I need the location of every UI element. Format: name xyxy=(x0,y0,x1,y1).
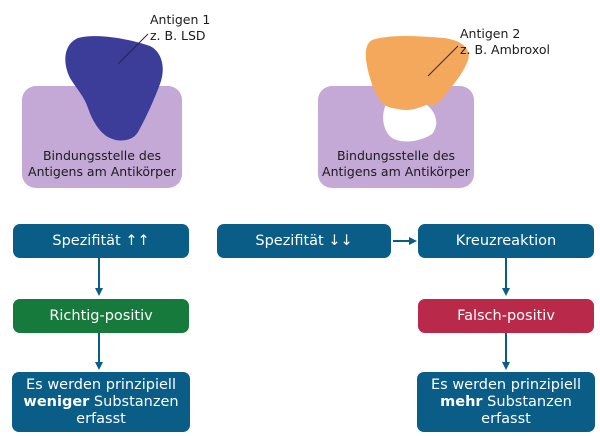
outcome-more-line2: mehr Substanzen xyxy=(440,394,572,411)
specificity-low-box: Spezifität ↓↓ xyxy=(217,224,391,258)
outcome-fewer-emphasis: weniger xyxy=(23,393,90,410)
site-right-line1: Bindungsstelle des xyxy=(336,148,456,163)
specificity-low-label: Spezifität ↓↓ xyxy=(255,233,353,249)
antigen-2-name: Antigen 2 xyxy=(460,26,521,41)
outcome-more-line1: Es werden prinzipiell xyxy=(431,376,581,393)
outcome-more-rest: Substanzen xyxy=(482,393,572,410)
site-left-line2: Antigens am Antikörper xyxy=(28,164,176,179)
false-positive-box: Falsch-positiv xyxy=(418,299,594,333)
site-right-line2: Antigens am Antikörper xyxy=(322,164,470,179)
outcome-fewer-line2: weniger Substanzen xyxy=(23,394,178,411)
site-left-line1: Bindungsstelle des xyxy=(42,148,162,163)
binding-site-left-label: Bindungsstelle des Antigens am Antikörpe… xyxy=(22,148,182,180)
antigen-2-label: Antigen 2 z. B. Ambroxol xyxy=(460,26,550,58)
outcome-fewer-rest: Substanzen xyxy=(89,393,179,410)
specificity-high-label: Spezifität ↑↑ xyxy=(52,233,150,249)
antigen-2-leader xyxy=(427,45,459,77)
antigen-1-label: Antigen 1 z. B. LSD xyxy=(150,12,210,44)
outcome-more-box: Es werden prinzipiell mehr Substanzen er… xyxy=(417,372,595,432)
antigen-1-shape xyxy=(65,36,163,141)
outcome-fewer-line3: erfasst xyxy=(76,410,126,427)
specificity-high-box: Spezifität ↑↑ xyxy=(13,224,189,258)
true-positive-box: Richtig-positiv xyxy=(13,299,189,333)
antigen-2-gap xyxy=(383,104,437,142)
antigen-1-leader xyxy=(117,33,149,65)
true-positive-label: Richtig-positiv xyxy=(49,308,153,324)
outcome-more-line3: erfasst xyxy=(481,410,531,427)
antigen-1-example: z. B. LSD xyxy=(150,28,206,43)
outcome-more-emphasis: mehr xyxy=(440,393,483,410)
antigen-2-shape xyxy=(365,36,469,110)
cross-reaction-box: Kreuzreaktion xyxy=(418,224,594,258)
antigen-2-example: z. B. Ambroxol xyxy=(460,42,550,57)
outcome-fewer-line1: Es werden prinzipiell xyxy=(26,376,176,393)
antigen-1-name: Antigen 1 xyxy=(150,12,211,27)
cross-reaction-label: Kreuzreaktion xyxy=(455,233,557,249)
outcome-fewer-box: Es werden prinzipiell weniger Substanzen… xyxy=(12,372,190,432)
binding-site-right-label: Bindungsstelle des Antigens am Antikörpe… xyxy=(318,148,474,180)
false-positive-label: Falsch-positiv xyxy=(457,308,555,324)
